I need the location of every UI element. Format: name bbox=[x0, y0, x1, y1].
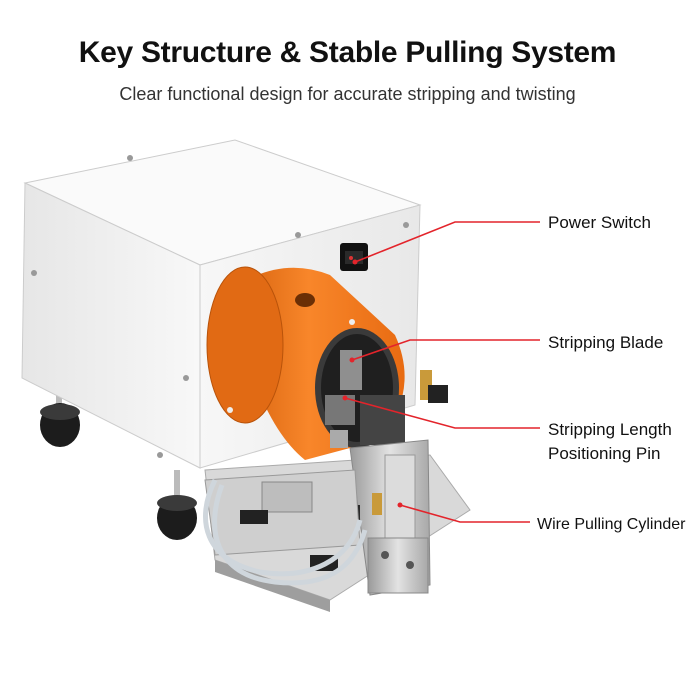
page-subtitle: Clear functional design for accurate str… bbox=[119, 84, 576, 104]
wire-pulling-cylinder bbox=[335, 439, 431, 596]
label-wire-pulling-cylinder: Wire Pulling Cylinder bbox=[537, 516, 686, 533]
rubber-feet bbox=[40, 372, 197, 540]
air-tubes bbox=[203, 478, 368, 586]
callout-line-wire-pulling-cylinder bbox=[399, 504, 530, 523]
label-stripping-length-positioning-pin: Stripping Length Positioning Pin bbox=[548, 418, 672, 466]
callout-line-stripping-blade bbox=[351, 339, 540, 361]
label-pin-line2: Positioning Pin bbox=[548, 444, 661, 463]
lower-slide-rail bbox=[204, 469, 361, 571]
callout-line-positioning-pin bbox=[344, 397, 540, 429]
air-fittings bbox=[420, 370, 448, 403]
page-title: Key Structure & Stable Pulling System bbox=[78, 36, 617, 69]
label-pin-line1: Stripping Length bbox=[548, 420, 672, 439]
power-switch bbox=[340, 243, 368, 271]
label-power-switch: Power Switch bbox=[548, 213, 651, 232]
callout-lines bbox=[342, 221, 540, 523]
callout-line-power-switch bbox=[354, 221, 540, 263]
label-stripping-blade: Stripping Blade bbox=[548, 333, 664, 352]
